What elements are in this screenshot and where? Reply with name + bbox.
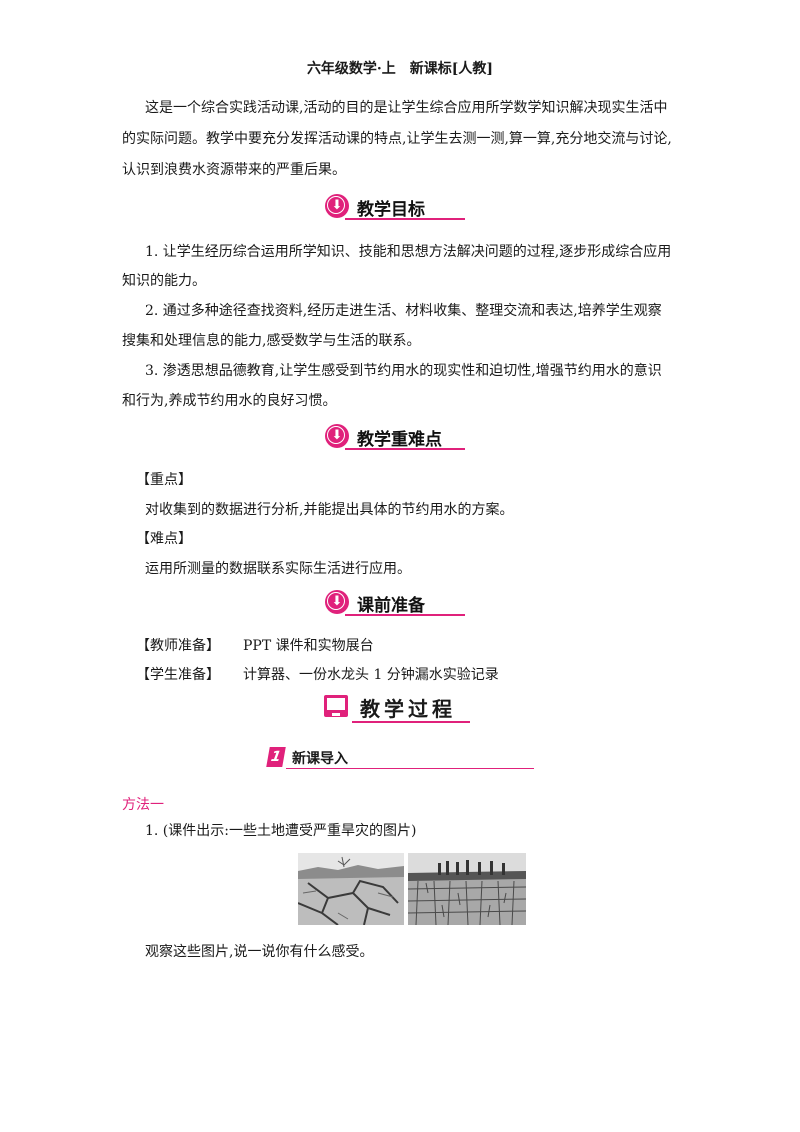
method-label: 方法一 [122, 797, 164, 813]
goal-line-4: 搜集和处理信息的能力,感受数学与生活的联系。 [122, 333, 421, 349]
section-title: 教学重难点 [357, 430, 442, 450]
download-arrow-icon: ⬇ [325, 590, 349, 614]
section-underline [345, 614, 465, 616]
key-text: 对收集到的数据进行分析,并能提出具体的节约用水的方案。 [145, 502, 514, 518]
section-title: 教学目标 [357, 200, 425, 220]
goal-line-6: 和行为,养成节约用水的良好习惯。 [122, 393, 337, 409]
student-prep-label: 【学生准备】 [136, 667, 220, 683]
section-underline [345, 218, 465, 220]
goal-line-5: 3. 渗透思想品德教育,让学生感受到节约用水的现实性和迫切性,增强节约用水的意识 [145, 363, 662, 379]
process-item-1: 1. (课件出示:一些土地遭受严重旱灾的图片) [145, 823, 417, 839]
section-underline [352, 721, 470, 723]
subsection-number: 1 [266, 747, 286, 767]
section-title: 教学过程 [360, 697, 456, 721]
drought-photo-1 [298, 853, 404, 925]
difficulty-text: 运用所测量的数据联系实际生活进行应用。 [145, 561, 411, 577]
section-title: 课前准备 [357, 596, 425, 616]
subsection-underline [286, 768, 534, 769]
monitor-icon [324, 695, 348, 717]
intro-line-2: 的实际问题。教学中要充分发挥活动课的特点,让学生去测一测,算一算,充分地交流与讨… [122, 131, 672, 147]
difficulty-label: 【难点】 [136, 531, 192, 547]
goal-line-1: 1. 让学生经历综合运用所学知识、技能和思想方法解决问题的过程,逐步形成综合应用 [145, 244, 672, 260]
intro-line-1: 这是一个综合实践活动课,活动的目的是让学生综合应用所学数学知识解决现实生活中 [145, 100, 668, 116]
key-label: 【重点】 [136, 472, 192, 488]
teacher-prep-label: 【教师准备】 [136, 638, 220, 654]
intro-line-3: 认识到浪费水资源带来的严重后果。 [122, 162, 346, 178]
drought-photo-2 [408, 853, 526, 925]
section-heading-preparation: ⬇ 课前准备 [325, 590, 465, 616]
section-heading-key-points: ⬇ 教学重难点 [325, 424, 465, 450]
section-heading-goals: ⬇ 教学目标 [325, 194, 465, 220]
download-arrow-icon: ⬇ [325, 424, 349, 448]
teacher-prep-text: PPT 课件和实物展台 [243, 638, 374, 654]
goal-line-3: 2. 通过多种途径查找资料,经历走进生活、材料收集、整理交流和表达,培养学生观察 [145, 303, 662, 319]
goal-line-2: 知识的能力。 [122, 273, 206, 289]
process-question: 观察这些图片,说一说你有什么感受。 [145, 944, 374, 960]
subsection-heading: 1 新课导入 [266, 747, 534, 769]
section-underline [345, 448, 465, 450]
page-header: 六年级数学·上 新课标[人教] [306, 61, 494, 77]
drought-photos [298, 853, 526, 925]
subsection-title: 新课导入 [292, 751, 348, 767]
student-prep-text: 计算器、一份水龙头 1 分钟漏水实验记录 [243, 667, 499, 683]
section-heading-process: 教学过程 [324, 693, 470, 723]
download-arrow-icon: ⬇ [325, 194, 349, 218]
